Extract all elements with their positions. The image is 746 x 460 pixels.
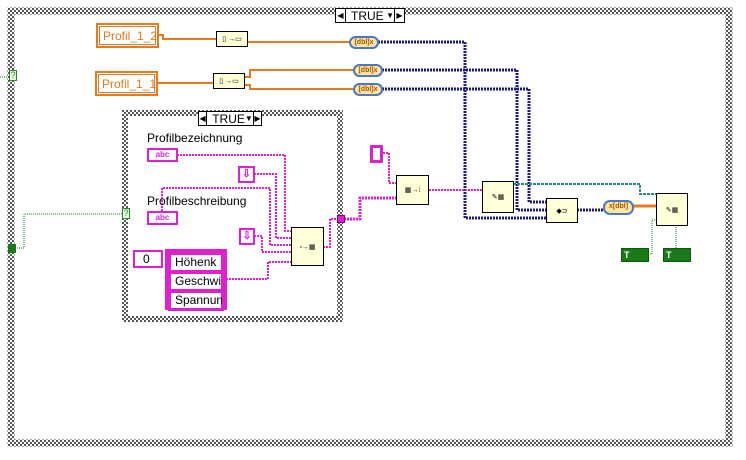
dropdown-icon[interactable]: ▼ [386,11,394,20]
increment-arrow-icon[interactable]: ▶ [252,112,261,125]
dropdown-icon[interactable]: ▼ [244,114,253,123]
decrement-arrow-icon[interactable]: ◀ [336,9,346,22]
wire-path[interactable] [245,84,353,90]
wire-refnum[interactable] [382,68,546,212]
refnum-to-path-conversion[interactable]: x[dbl] [603,200,634,215]
array-to-spreadsheet-node[interactable]: ▦→⁞ [396,175,429,205]
down-arrow-icon[interactable]: ⇩ [239,228,255,245]
string-array-constant[interactable]: Höhenk Geschwi Spannun [165,249,227,311]
write-to-spreadsheet-node[interactable]: ✎▦ [656,193,688,226]
path-constant-profil-1-2[interactable]: Profil_1_2 [96,23,159,48]
wire-refnum[interactable] [382,87,546,204]
array-element[interactable]: Höhenk [168,252,224,273]
wire-string[interactable] [323,218,338,248]
wire-string[interactable] [383,152,397,184]
path-constant-profil-1-1[interactable]: Profil_1_1 [95,71,158,96]
wire-string[interactable] [177,154,295,232]
wire-string[interactable] [254,173,295,239]
wire-refnum[interactable] [378,40,546,220]
wire-path[interactable] [245,69,353,78]
wire-string[interactable] [344,196,396,221]
path-to-refnum-conversion[interactable]: [dbl]x [353,64,383,77]
wire-boolean[interactable] [648,219,658,255]
wire-string[interactable] [161,187,295,246]
merge-errors-node[interactable]: ◆⊃ [546,198,578,223]
true-constant[interactable]: T [621,248,649,262]
wire-string[interactable] [226,261,295,280]
down-arrow-icon[interactable]: ⇩ [238,166,255,183]
empty-string-constant[interactable] [370,145,383,163]
inner-case-selector[interactable]: ◀ TRUE ▼ ▶ [198,111,262,126]
wire-path[interactable] [157,34,216,40]
wire-string[interactable] [254,235,295,253]
outer-case-terminal[interactable]: ? [9,70,17,81]
array-element[interactable]: Geschwi [168,271,224,292]
profilbezeichnung-control[interactable]: abc [147,148,178,162]
write-spreadsheet-file-node[interactable]: ✎▦ [482,181,514,213]
profilbeschreibung-control[interactable]: abc [147,211,178,225]
path-to-refnum-conversion[interactable]: [dbl]x [353,83,383,96]
array-index-control[interactable]: 0 [133,250,163,268]
wire-cluster[interactable] [513,183,656,195]
path-to-refnum-conversion[interactable]: [dbl]x [349,36,379,49]
build-path-node[interactable]: ▯ →▭ [213,73,245,89]
case-tunnel[interactable] [337,215,345,223]
inner-case-terminal[interactable]: ? [122,208,130,219]
array-element[interactable]: Spannun [168,290,224,311]
decrement-arrow-icon[interactable]: ◀ [199,112,208,125]
profilbezeichnung-label: Profilbezeichnung [147,131,243,145]
true-constant[interactable]: T [663,248,691,262]
wire-boolean[interactable] [13,213,124,249]
outer-case-selector[interactable]: ◀ TRUE ▼ ▶ [335,8,405,23]
profilbeschreibung-label: Profilbeschreibung [147,194,247,208]
increment-arrow-icon[interactable]: ▶ [394,9,404,22]
build-path-node[interactable]: ▯ →▭ [216,31,248,47]
build-array-node[interactable]: ▫→▦ [291,227,324,266]
case-selector-terminal[interactable] [8,244,16,253]
